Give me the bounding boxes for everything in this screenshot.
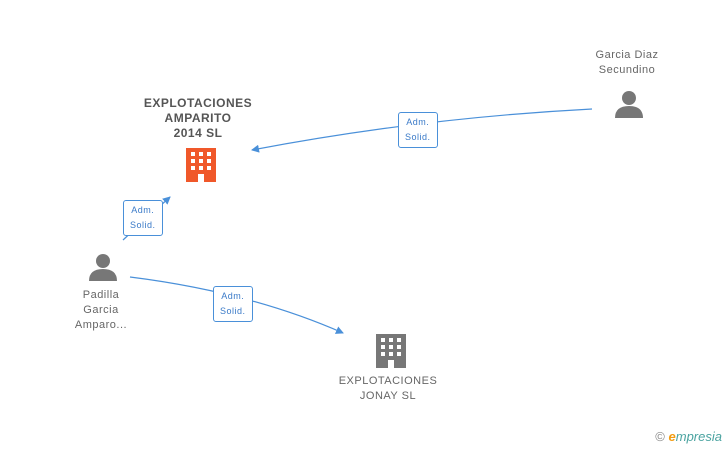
relation-label: Adm. Solid.	[123, 200, 163, 236]
brand-name: mpresia	[675, 429, 722, 444]
copyright-symbol: ©	[655, 429, 665, 444]
relation-label: Adm. Solid.	[213, 286, 253, 322]
company-name-amparito[interactable]: EXPLOTACIONES AMPARITO 2014 SL	[143, 96, 253, 140]
brand-logo-letter: e	[668, 429, 676, 444]
building-icon[interactable]	[376, 334, 406, 368]
company-name-jonay[interactable]: EXPLOTACIONES JONAY SL	[338, 375, 438, 402]
building-icon[interactable]	[186, 148, 216, 182]
relation-label: Adm. Solid.	[398, 112, 438, 148]
person-icon[interactable]	[615, 91, 643, 118]
person-icon[interactable]	[89, 254, 117, 281]
brand-footer: © empresia	[655, 429, 722, 444]
person-name-garcia[interactable]: Garcia Diaz Secundino	[595, 49, 659, 76]
person-name-padilla[interactable]: Padilla Garcia Amparo...	[74, 289, 128, 331]
